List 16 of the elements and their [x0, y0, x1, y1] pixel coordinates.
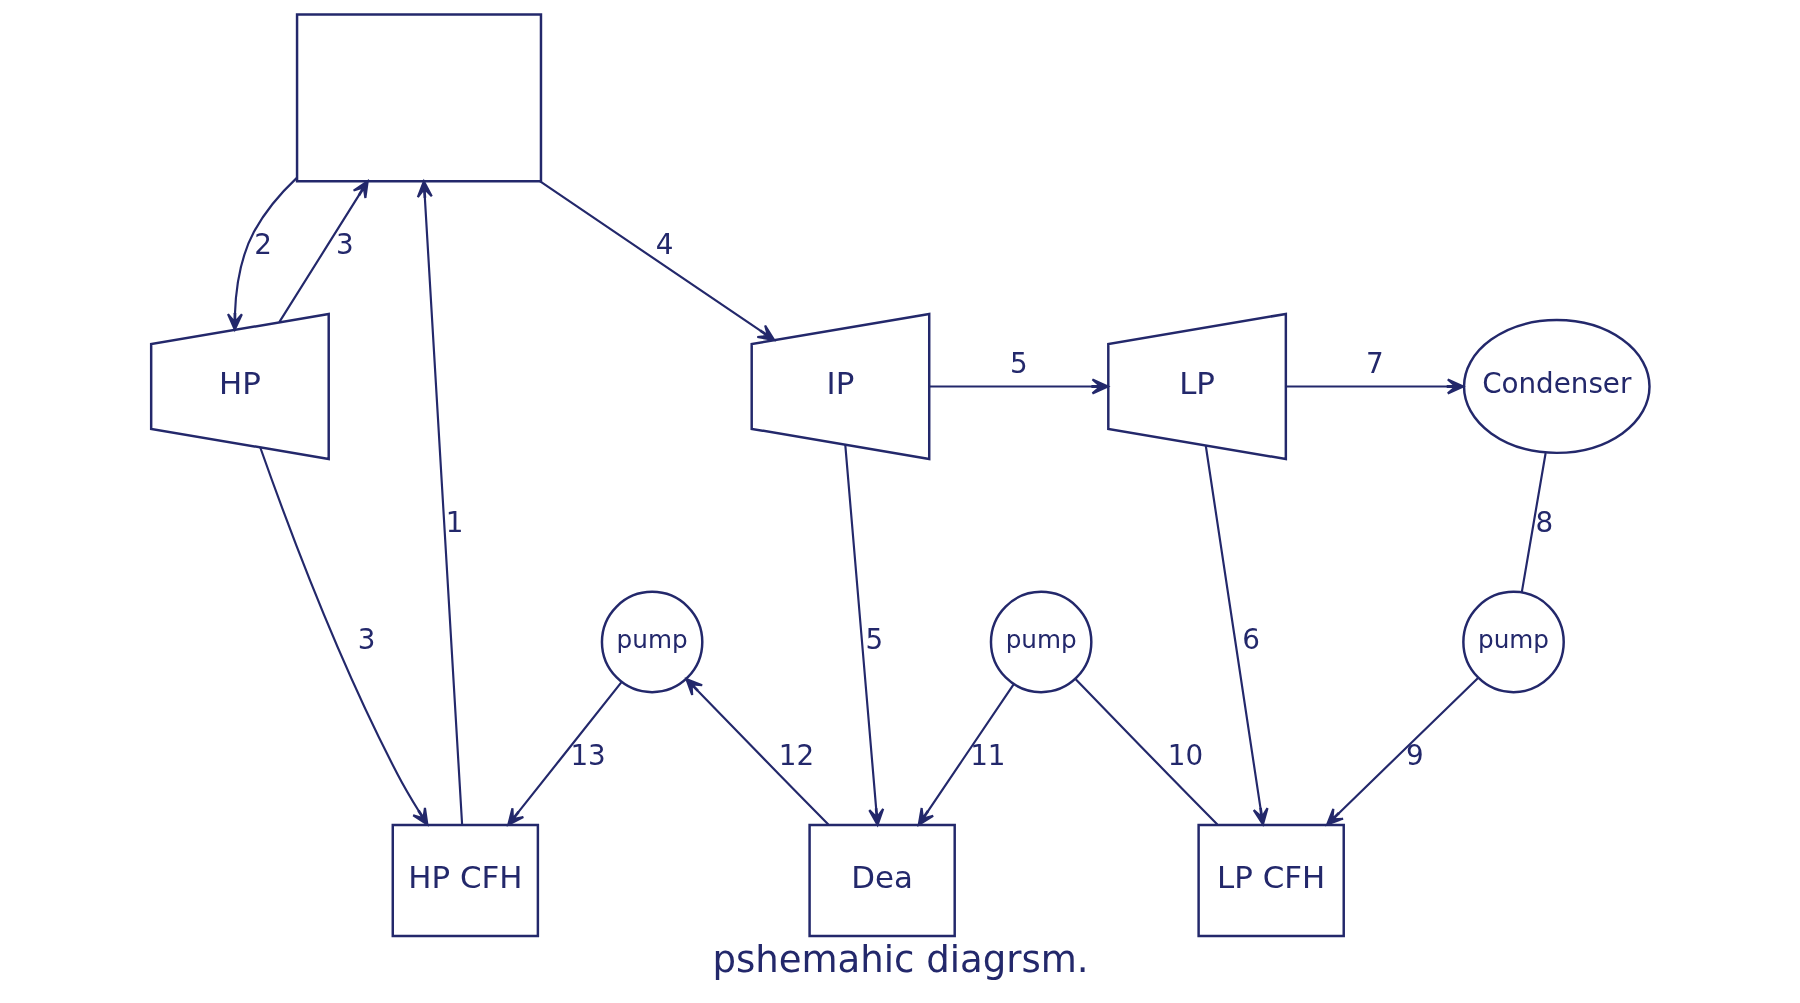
- edge-label: 7: [1365, 347, 1384, 381]
- edge-label: 3: [357, 622, 375, 656]
- edge-label: 13: [569, 739, 606, 773]
- edge-label: 12: [778, 739, 814, 773]
- edge-label: 3: [335, 228, 354, 262]
- edge-label: 4: [655, 228, 673, 262]
- edge-label: 1: [445, 506, 463, 540]
- edge-label: 5: [1009, 347, 1028, 381]
- edge-label: 6: [1241, 622, 1260, 656]
- edge-label: 8: [1535, 506, 1553, 540]
- edge-label: 10: [1167, 739, 1203, 773]
- edge-label: 11: [969, 739, 1006, 773]
- edge-label: 2: [253, 228, 272, 262]
- edge-label: 5: [865, 622, 883, 656]
- caption: pshemahic diagrsm.: [711, 937, 1089, 981]
- edge-label: 9: [1405, 739, 1424, 773]
